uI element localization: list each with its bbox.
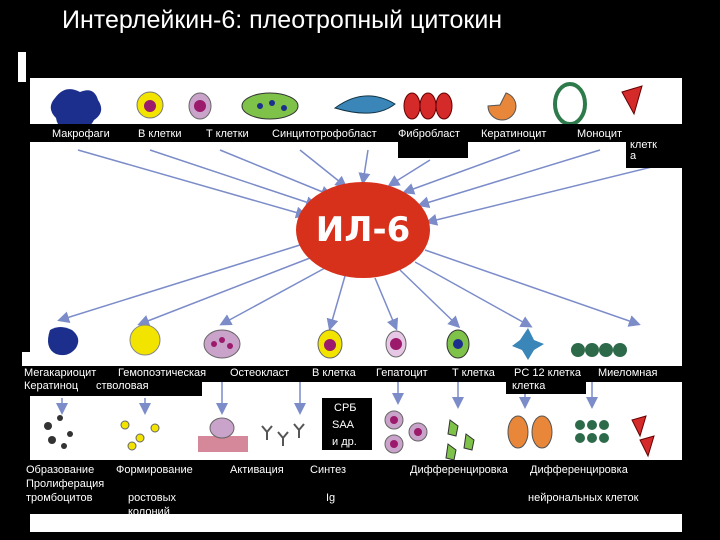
myeloma-cell-icon	[571, 343, 627, 357]
label-box	[506, 380, 586, 394]
products-box	[322, 398, 372, 450]
endothelial-icon	[553, 82, 587, 126]
effect-1a: Образование	[26, 464, 95, 476]
arrow-in	[387, 159, 431, 187]
label-box	[398, 142, 468, 158]
product-saa: SAA	[332, 419, 355, 431]
bone-icon	[198, 436, 248, 452]
effect-6b: нейрональных клеток	[528, 492, 639, 504]
arrow-in	[425, 164, 661, 226]
neuronal-cell-icon	[507, 415, 553, 449]
label-pc12: PC 12 клетка	[514, 367, 581, 379]
arrow-out	[219, 267, 326, 326]
effect-3: Активация	[230, 464, 284, 476]
citation: Naka N, et al. Arthritis Res 2002; 4: (S…	[48, 514, 270, 524]
top-label-bar	[30, 124, 686, 142]
label-stem: стволовая	[96, 380, 149, 392]
fibroblast-icon	[333, 95, 396, 114]
label-hepatocyte: Гепатоцит	[376, 367, 428, 379]
label-b-cell: B клетка	[312, 367, 356, 379]
cell-icon	[621, 85, 643, 116]
arrow-out	[57, 244, 301, 324]
arrow-out	[399, 269, 461, 329]
label-keratinocyte: Кератиноцит	[481, 128, 547, 140]
arrow-out	[424, 249, 641, 327]
red-cell-icon	[631, 415, 655, 458]
effect-2a: Формирование	[116, 464, 193, 476]
effects-bar	[22, 460, 698, 514]
arrow-in	[149, 149, 318, 208]
syncytiotrophoblast-icon	[241, 92, 299, 120]
label-box	[22, 380, 202, 396]
effect-1b: Пролиферация	[26, 478, 105, 490]
effect-2b: ростовых	[128, 492, 177, 504]
label-macrophage: Макрофаги	[52, 128, 110, 140]
il6-center: ИЛ-6	[296, 182, 430, 278]
arrow-in	[417, 149, 601, 209]
diagram-panel	[30, 78, 682, 532]
label-myeloma: Миеломная	[598, 367, 658, 379]
decorative-bar	[22, 352, 30, 378]
label-fibroblast: Фибробласт	[398, 128, 460, 140]
effect-5: Дифференцировка	[410, 464, 508, 476]
differentiated-t-cell-icon	[445, 419, 475, 461]
arrow-in	[219, 149, 333, 198]
label-cell-bottom: клетка	[512, 380, 546, 392]
label-keratinocyte-bottom: Кератиноц	[24, 380, 79, 392]
macrophage-icon	[50, 89, 102, 129]
label-t-cell: T клетка	[452, 367, 495, 379]
il6-label: ИЛ-6	[315, 210, 411, 250]
decorative-bar	[18, 52, 26, 82]
effect-2c: колоний	[128, 506, 170, 518]
label-b-cells: B клетки	[138, 128, 182, 140]
product-etc: и др.	[332, 436, 357, 448]
bottom-label-bar	[22, 366, 698, 382]
label-syncytiotrophoblast: Синцитотрофобласт	[272, 128, 377, 140]
arrow-out	[414, 261, 533, 328]
colony-icon	[120, 420, 160, 451]
arrow-in	[77, 149, 308, 219]
effect-4a: Синтез	[310, 464, 346, 476]
label-megakaryocyte: Мегакариоцит	[24, 367, 97, 379]
effect-4b: Ig	[326, 492, 336, 504]
stem-cell-icon	[129, 324, 161, 356]
platelet-icon	[44, 415, 73, 449]
osteoclast-icon	[203, 329, 241, 359]
label-t-cells: T клетки	[206, 128, 249, 140]
arrow-out	[326, 275, 346, 331]
label-hematopoietic: Гемопоэтическая	[118, 367, 207, 379]
antibody-icon	[261, 423, 305, 446]
arrow-in	[299, 149, 348, 188]
label-monocyte: Моноцит	[577, 128, 623, 140]
effect-1c: тромбоцитов	[26, 492, 93, 504]
arrow-in	[402, 149, 521, 195]
megakaryocyte-icon	[48, 327, 79, 356]
label-box	[626, 138, 686, 168]
arrow-out	[374, 277, 399, 331]
label-osteoclast: Остеокласт	[230, 367, 290, 379]
arrow-in	[358, 149, 371, 185]
monocyte-icon	[487, 92, 517, 121]
label-cell: клетк а	[630, 139, 657, 162]
product-crp: СРБ	[334, 402, 357, 414]
hepatocyte-products-icon	[384, 410, 428, 454]
myeloma-cluster-icon	[575, 420, 609, 443]
pc12-cell-icon	[512, 328, 544, 360]
effect-6a: Дифференцировка	[530, 464, 628, 476]
slide-title: Интерлейкин-6: плеотропный цитокин	[62, 6, 503, 34]
keratinocyte-icon	[403, 92, 421, 120]
arrow-out	[137, 257, 311, 327]
